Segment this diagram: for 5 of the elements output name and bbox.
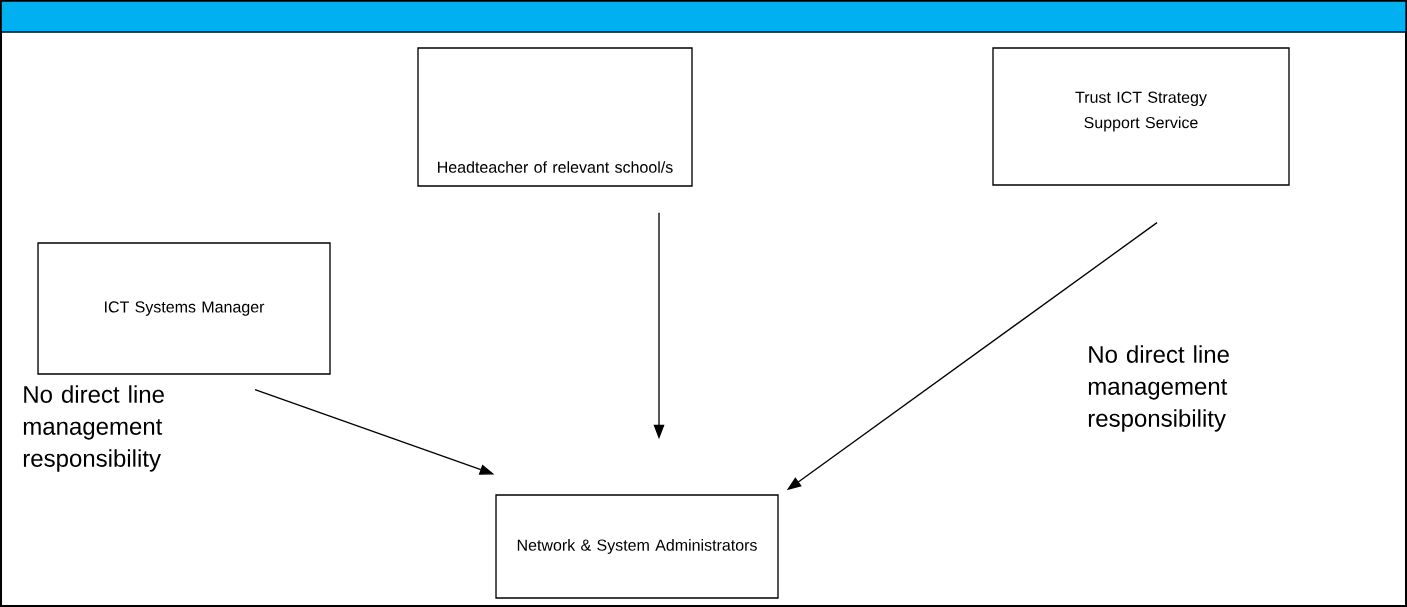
note-text: No direct line management responsibility — [1088, 345, 1229, 432]
role-box: Trust ICT Strategy Support Service — [992, 47, 1290, 186]
role-box: Headteacher of relevant school/s — [417, 47, 693, 187]
role-box: ICT Systems Manager — [37, 242, 331, 375]
role-box: Network & System Administrators — [495, 494, 779, 599]
